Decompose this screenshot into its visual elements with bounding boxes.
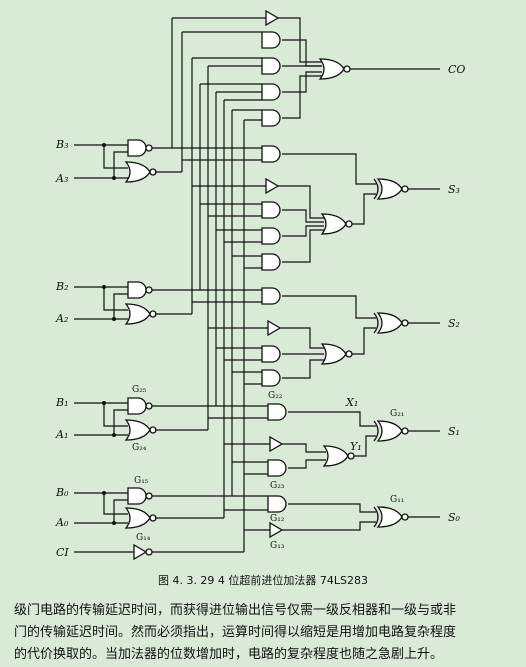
- gate-label-g14: G₁₄: [136, 533, 151, 543]
- sum0-logic: [224, 495, 440, 538]
- gate-label-g15: G₁₅: [134, 476, 149, 486]
- gate-label-g12: G₁₂: [270, 514, 285, 524]
- input-wires: [74, 144, 134, 553]
- input-label-b2: B₂: [55, 280, 69, 293]
- gate-label-g21: G₂₁: [390, 409, 404, 419]
- sum1-logic: [208, 403, 440, 477]
- input-label-b1: B₁: [55, 396, 69, 409]
- body-line-1: 级门电路的传输延迟时间，而获得进位输出信号仅需一级反相器和一级与或非: [14, 603, 457, 618]
- input-label-a0: A₀: [55, 516, 69, 529]
- output-label-s2: S₂: [448, 317, 460, 330]
- input-junctions: [102, 143, 116, 525]
- input-label-ci: CI: [56, 546, 69, 559]
- input-label-b3: B₃: [55, 138, 69, 151]
- output-label-s0: S₀: [448, 511, 461, 524]
- gate-label-g22: G₂₂: [268, 391, 283, 401]
- signal-label-x1: X₁: [345, 396, 358, 409]
- sum3-logic: [172, 145, 440, 271]
- vertical-bus: [171, 18, 245, 552]
- carry-out-logic: [172, 10, 440, 127]
- gate-label-g13: G₁₃: [270, 541, 285, 551]
- body-paragraph: 级门电路的传输延迟时间，而获得进位输出信号仅需一级反相器和一级与或非 门的传输延…: [14, 600, 514, 666]
- input-stage-gates: [125, 139, 157, 560]
- body-line-3: 的代价换取的。当加法器的位数增加时，电路的复杂程度也随之急剧上升。: [14, 647, 444, 662]
- gate-label-g24: G₂₄: [132, 443, 147, 453]
- output-label-s1: S₁: [448, 425, 460, 438]
- body-line-2: 门的传输延迟时间。然而必须指出，运算时间得以缩短是用增加电路复杂程度: [14, 625, 457, 640]
- input-label-b0: B₀: [55, 486, 69, 499]
- output-label-s3: S₃: [448, 183, 460, 196]
- input-label-a1: A₁: [55, 428, 68, 441]
- gate-label-g25: G₂₅: [132, 385, 147, 395]
- stage-to-bus-wires: [152, 147, 244, 553]
- output-label-co: CO: [448, 63, 465, 76]
- figure-caption: 图 4. 3. 29 4 位超前进位加法器 74LS283: [157, 574, 369, 587]
- adder-circuit-diagram: B₃ A₃ B₂ A₂ B₁ A₁ B₀ A₀ CI: [55, 10, 465, 560]
- input-label-a2: A₂: [55, 312, 68, 325]
- gate-label-g23: G₂₃: [270, 481, 285, 491]
- signal-label-y1: Y₁: [350, 440, 362, 453]
- sum2-logic: [192, 287, 440, 387]
- gate-label-g11: G₁₁: [390, 495, 404, 505]
- input-label-a3: A₃: [55, 172, 68, 185]
